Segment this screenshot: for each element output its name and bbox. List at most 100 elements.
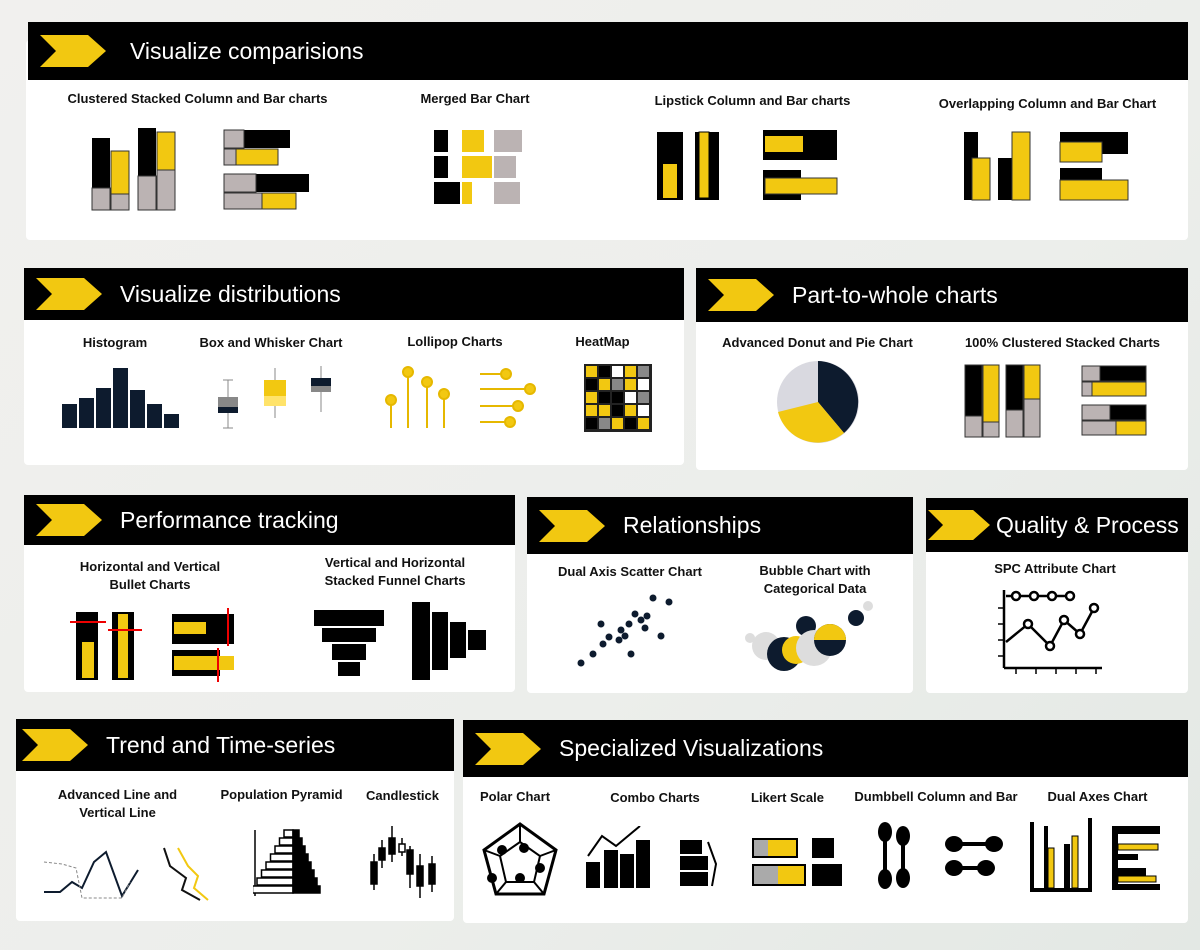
heatmap-cell <box>586 405 597 416</box>
pyramid-bar <box>274 845 294 854</box>
trend-panel <box>16 750 454 921</box>
heatmap-cell <box>599 418 610 429</box>
item-label: Advanced Donut and Pie Chart <box>722 335 913 350</box>
section-title: Visualize distributions <box>120 280 341 307</box>
item-label: Clustered Stacked Column and Bar charts <box>67 91 328 106</box>
section-title: Performance tracking <box>120 506 339 533</box>
heatmap-cell <box>638 405 649 416</box>
item-label: Candlestick <box>366 788 439 803</box>
heatmap-cell <box>612 392 623 403</box>
heatmap-cell <box>599 366 610 377</box>
heatmap-cell <box>638 366 649 377</box>
heatmap-cell <box>625 405 636 416</box>
histogram-icon <box>62 368 179 428</box>
specialized-header: Specialized Visualizations <box>463 720 1188 777</box>
item-label: Lipstick Column and Bar charts <box>654 93 851 108</box>
heatmap-cell <box>638 418 649 429</box>
bubble-chart-icon <box>745 601 873 671</box>
item-label: Horizontal and Vertical Bullet Charts <box>79 559 221 592</box>
clustered-100-stacked-icon <box>964 364 1147 438</box>
dumbbell-chart-icon <box>878 822 1003 889</box>
heatmap-cell <box>586 366 597 377</box>
pyramid-bar <box>283 829 294 838</box>
heatmap-cell <box>625 418 636 429</box>
clustered-stacked-chart-icon <box>91 128 309 211</box>
pyramid-bar <box>292 861 312 870</box>
relationships-header: Relationships <box>527 497 913 554</box>
spc-chart-icon <box>998 590 1102 674</box>
heatmap-cell <box>625 366 636 377</box>
item-label: Polar Chart <box>479 789 551 804</box>
chevron-icon <box>40 35 106 67</box>
chevron-icon <box>22 729 88 761</box>
pyramid-bar <box>292 885 321 894</box>
item-label: Dual Axis Scatter Chart <box>557 564 702 579</box>
heatmap-cell <box>612 405 623 416</box>
item-label: Box and Whisker Chart <box>199 335 343 350</box>
box-whisker-icon <box>218 366 331 429</box>
population-pyramid-icon <box>253 829 321 896</box>
heatmap-icon <box>584 364 652 432</box>
performance-header: Performance tracking <box>24 495 515 545</box>
section-title: Part-to-whole charts <box>792 281 998 308</box>
likert-scale-icon <box>752 838 842 886</box>
item-label: Likert Scale <box>751 790 824 805</box>
overlapping-chart-icon <box>964 131 1129 201</box>
item-label: Dumbbell Column and Bar <box>854 789 1018 804</box>
chevron-icon <box>475 733 541 765</box>
pyramid-bar <box>292 869 315 878</box>
heatmap-cell <box>586 418 597 429</box>
line-chart-icon <box>43 847 209 901</box>
heatmap-cell <box>625 392 636 403</box>
pyramid-bar <box>292 837 303 846</box>
heatmap-cell <box>638 392 649 403</box>
pyramid-bar <box>278 837 294 846</box>
heatmap-cell <box>586 392 597 403</box>
dual-axes-chart-icon <box>1030 818 1160 892</box>
funnel-chart-icon <box>314 602 486 680</box>
part-to-whole-header: Part-to-whole charts <box>696 268 1188 322</box>
scatter-chart-icon <box>577 594 673 667</box>
item-label: Lollipop Charts <box>407 334 503 349</box>
quality-panel <box>926 530 1188 693</box>
item-label: Vertical and Horizontal Stacked Funnel C… <box>324 555 466 588</box>
pyramid-bar <box>292 877 318 886</box>
chevron-icon <box>708 279 774 311</box>
pyramid-bar <box>292 845 306 854</box>
section-title: Quality & Process <box>996 511 1179 538</box>
specialized-panel <box>463 752 1188 923</box>
heatmap-cell <box>612 379 623 390</box>
quality-header: Quality & Process <box>926 498 1188 552</box>
section-title: Relationships <box>623 512 762 538</box>
polar-chart-icon <box>482 822 558 896</box>
lipstick-chart-icon <box>657 130 838 200</box>
pyramid-bar <box>253 885 294 894</box>
item-label: Combo Charts <box>610 790 700 805</box>
chevron-icon <box>928 509 990 541</box>
item-label: Histogram <box>82 335 148 350</box>
item-label: Merged Bar Chart <box>420 91 530 106</box>
pyramid-bar <box>292 853 309 862</box>
heatmap-cell <box>625 379 636 390</box>
heatmap-cell <box>599 392 610 403</box>
pyramid-bar <box>256 877 294 886</box>
relationships-panel <box>527 530 913 693</box>
candlestick-icon <box>370 826 436 898</box>
lollipop-icon <box>385 366 536 428</box>
combo-chart-icon <box>586 826 718 888</box>
heatmap-cell <box>586 379 597 390</box>
comparisons-header: Visualize comparisions <box>28 22 1188 80</box>
heatmap-cell <box>638 379 649 390</box>
bullet-chart-icon <box>70 608 234 682</box>
item-label: 100% Clustered Stacked Charts <box>964 335 1161 350</box>
section-title: Visualize comparisions <box>130 37 364 64</box>
item-label: Population Pyramid <box>220 787 343 802</box>
pie-chart-icon <box>777 361 859 443</box>
section-title: Specialized Visualizations <box>559 735 824 761</box>
pyramid-bar <box>265 861 294 870</box>
chevron-icon <box>36 278 102 310</box>
heatmap-cell <box>599 379 610 390</box>
heatmap-cell <box>612 418 623 429</box>
pyramid-bar <box>292 829 300 838</box>
merged-bar-chart-icon <box>434 130 522 204</box>
